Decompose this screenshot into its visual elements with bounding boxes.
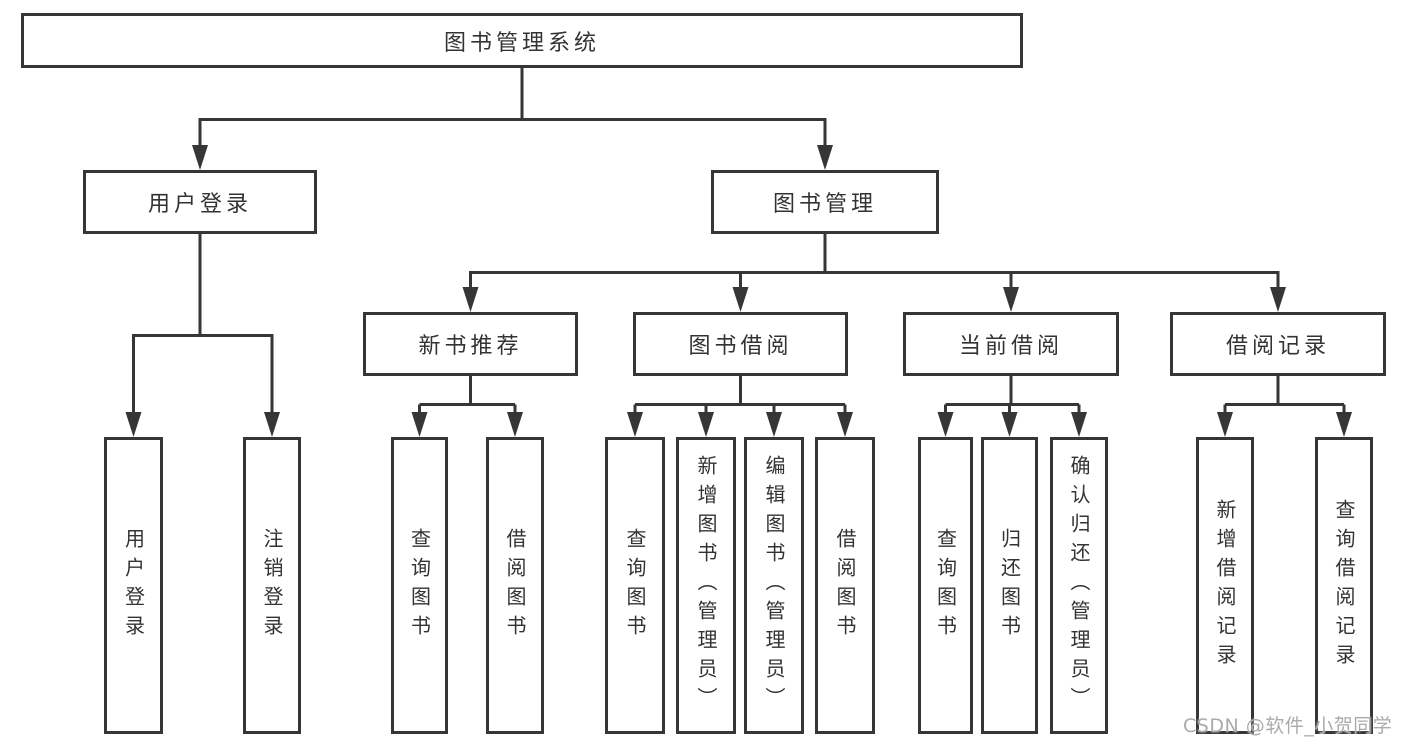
leaf-label: 查询借阅记录 xyxy=(1332,498,1356,673)
leaf-query-borrow-record: 查询借阅记录 xyxy=(1315,437,1373,734)
node-label: 借阅记录 xyxy=(1225,334,1330,359)
node-user-login: 用户登录 xyxy=(83,170,317,234)
node-book-borrow: 图书借阅 xyxy=(633,312,848,376)
leaf-confirm-return-admin: 确认归还（管理员） xyxy=(1050,437,1108,734)
leaf-label: 查询图书 xyxy=(623,527,647,644)
leaf-label: 编辑图书（管理员） xyxy=(762,455,786,716)
leaf-query-books-recommend: 查询图书 xyxy=(391,437,448,734)
node-current-borrow: 当前借阅 xyxy=(903,312,1119,376)
leaf-add-borrow-record: 新增借阅记录 xyxy=(1196,437,1254,734)
node-label: 图书借阅 xyxy=(688,334,793,359)
leaf-label: 用户登录 xyxy=(121,527,146,644)
node-label: 用户登录 xyxy=(147,192,252,217)
leaf-label: 确认归还（管理员） xyxy=(1067,455,1091,716)
node-root: 图书管理系统 xyxy=(21,13,1023,68)
node-book-management: 图书管理 xyxy=(711,170,939,234)
node-new-book-recommend: 新书推荐 xyxy=(363,312,578,376)
leaf-edit-books-admin: 编辑图书（管理员） xyxy=(744,437,804,734)
leaf-label: 查询图书 xyxy=(933,527,958,644)
leaf-label: 借阅图书 xyxy=(503,527,527,644)
leaf-user-login: 用户登录 xyxy=(104,437,163,734)
leaf-borrow-books-recommend: 借阅图书 xyxy=(486,437,544,734)
node-label: 新书推荐 xyxy=(418,334,523,359)
leaf-add-books-admin: 新增图书（管理员） xyxy=(676,437,736,734)
leaf-query-books-current: 查询图书 xyxy=(918,437,973,734)
node-borrow-records: 借阅记录 xyxy=(1170,312,1386,376)
leaf-query-books-borrow: 查询图书 xyxy=(605,437,665,734)
leaf-label: 查询图书 xyxy=(407,527,432,644)
leaf-label: 新增图书（管理员） xyxy=(694,455,718,716)
node-label: 当前借阅 xyxy=(958,334,1063,359)
leaf-label: 借阅图书 xyxy=(833,527,857,644)
leaf-borrow-books: 借阅图书 xyxy=(815,437,875,734)
leaf-label: 新增借阅记录 xyxy=(1213,498,1237,673)
leaf-label: 归还图书 xyxy=(997,527,1022,644)
leaf-label: 注销登录 xyxy=(260,527,284,644)
node-label: 图书管理系统 xyxy=(443,30,600,56)
node-label: 图书管理 xyxy=(772,192,877,217)
leaf-return-books: 归还图书 xyxy=(981,437,1038,734)
leaf-logout: 注销登录 xyxy=(243,437,301,734)
watermark: CSDN @软件_小贺同学 xyxy=(1183,715,1393,737)
